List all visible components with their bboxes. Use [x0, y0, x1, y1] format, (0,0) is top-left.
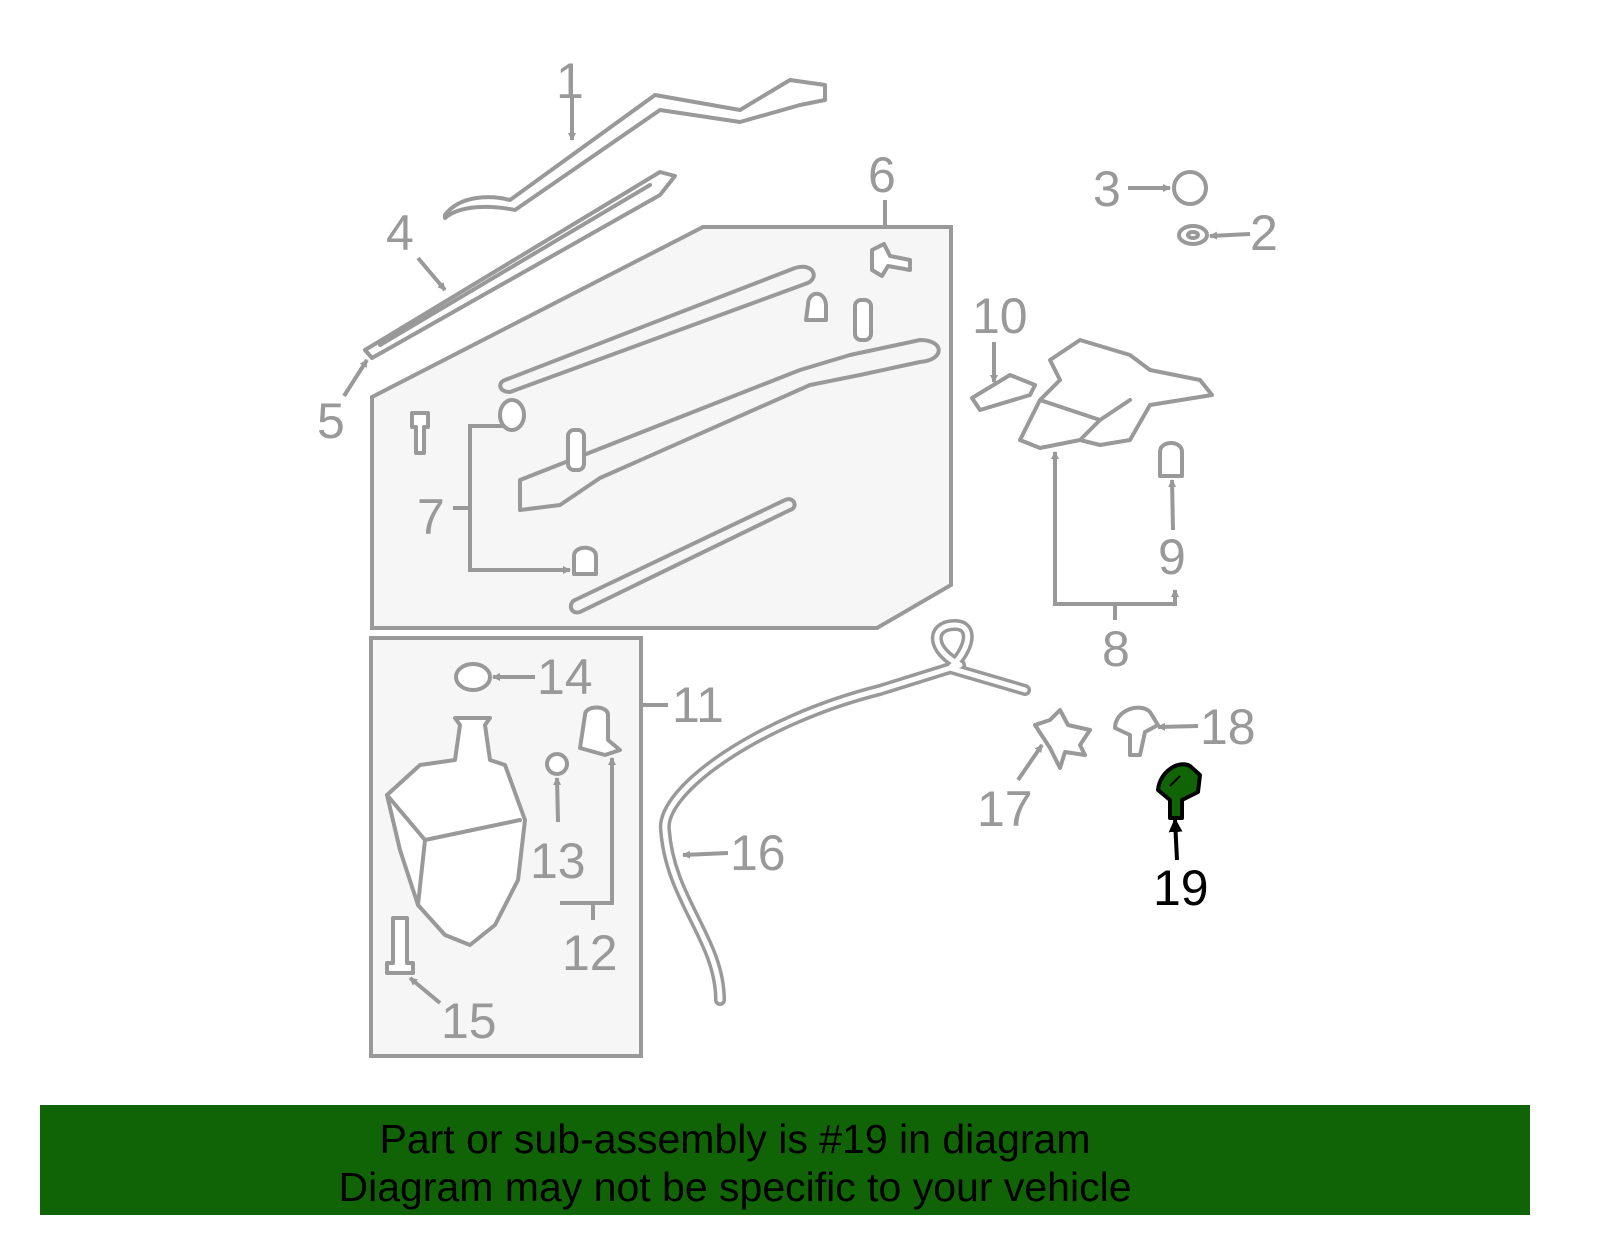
callout-17: 17 — [977, 781, 1033, 837]
leader-5 — [342, 358, 369, 398]
leader-16 — [682, 850, 729, 859]
callout-19-highlighted: 19 — [1153, 860, 1209, 916]
banner-line-disclaimer: Diagram may not be specific to your vehi… — [338, 1164, 1132, 1210]
callout-2: 2 — [1250, 205, 1278, 261]
callout-14: 14 — [537, 649, 593, 705]
nozzle-detail — [1169, 775, 1181, 787]
linkage-assembly-box — [370, 225, 953, 630]
bushing-part — [804, 291, 828, 322]
leader-8a — [1051, 451, 1117, 620]
cap-seal-part — [454, 662, 492, 692]
leader-12 — [560, 758, 612, 920]
washer-nozzle-part — [1113, 705, 1160, 757]
linkage-drive-part — [518, 338, 941, 512]
callout-16: 16 — [730, 825, 786, 881]
pivot-part — [853, 298, 873, 342]
callout-18: 18 — [1200, 699, 1256, 755]
banner-line-part: Part or sub-assembly is #19 in diagram — [379, 1116, 1091, 1162]
bolt-part — [410, 411, 430, 455]
motor-body-detail — [1038, 398, 1132, 442]
washer-hose-inner — [662, 622, 1028, 1003]
callout-15: 15 — [441, 993, 497, 1049]
callout-4: 4 — [386, 205, 414, 261]
wiper-motor-part — [1018, 338, 1214, 450]
callout-6: 6 — [868, 147, 896, 203]
callout-8: 8 — [1102, 621, 1130, 677]
bolt-part — [870, 242, 912, 278]
grommet-part — [545, 752, 569, 776]
leader-4 — [416, 256, 447, 292]
leader-18 — [1157, 722, 1199, 731]
link-rod-part — [568, 497, 797, 615]
reservoir-detail — [385, 793, 522, 907]
leader-7 — [453, 424, 570, 570]
pivot-part — [566, 428, 586, 472]
callout-1: 1 — [556, 53, 584, 109]
callout-13: 13 — [530, 833, 586, 889]
hose-connector-part — [1033, 708, 1092, 770]
nut-hole — [1186, 230, 1200, 240]
part-info-banner: Part or sub-assembly is #19 in diagram D… — [40, 1105, 1530, 1215]
bushing-part — [572, 545, 598, 576]
callout-11: 11 — [672, 677, 724, 733]
highlighted-washer-nozzle-part[interactable] — [1156, 762, 1202, 820]
callout-10: 10 — [972, 288, 1028, 344]
washer-part — [1172, 170, 1208, 206]
bushing-ring-part — [498, 398, 526, 432]
callout-12: 12 — [562, 925, 618, 981]
callout-3: 3 — [1093, 161, 1121, 217]
leader-9 — [1168, 479, 1177, 531]
linkage-rod-part — [498, 264, 816, 394]
bracket-part — [970, 373, 1037, 412]
leader-17 — [1016, 743, 1044, 782]
leader-19 — [1168, 818, 1183, 861]
filler-neck-bolt-part — [385, 916, 415, 975]
leader-2 — [1209, 231, 1251, 240]
leader-13 — [553, 777, 562, 823]
nut-part — [1177, 224, 1209, 246]
cap-part — [1158, 441, 1184, 478]
callout-5: 5 — [317, 393, 345, 449]
leader-15 — [408, 976, 442, 1005]
leader-8b — [1115, 589, 1179, 606]
wiper-blade-part — [363, 170, 677, 360]
callout-7: 7 — [417, 489, 445, 545]
wiper-arm-part — [443, 78, 827, 220]
callout-9: 9 — [1158, 529, 1186, 585]
